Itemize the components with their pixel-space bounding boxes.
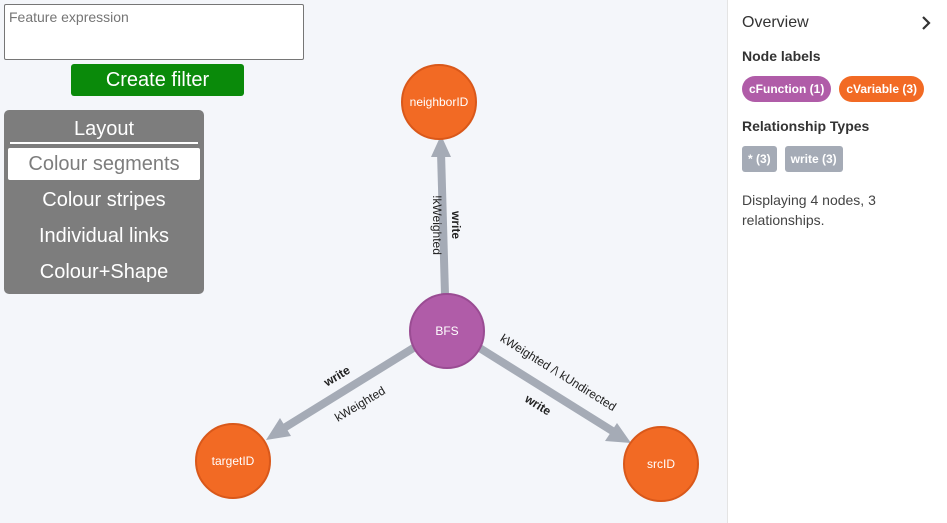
node-label: targetID	[212, 454, 255, 468]
node-circle-targetid[interactable]	[195, 423, 271, 499]
graph-canvas[interactable]: write !kWeighted write kWeighted	[0, 0, 727, 523]
node-srcid[interactable]: srcID	[623, 426, 699, 502]
node-labels-list: cFunction (1) cVariable (3)	[742, 76, 933, 102]
node-label-pill-cvariable[interactable]: cVariable (3)	[839, 76, 925, 102]
edge-bfs-target[interactable]: write kWeighted	[266, 343, 418, 440]
node-circle-bfs[interactable]	[409, 293, 485, 369]
layout-panel: Layout Colour segments Colour stripes In…	[4, 110, 204, 294]
chevron-right-icon[interactable]	[919, 15, 933, 31]
overview-title: Overview	[742, 14, 809, 31]
edge-line-neighbor[interactable]	[437, 151, 449, 296]
edge-arrowhead-neighbor	[431, 135, 451, 157]
overview-panel: Overview Node labels cFunction (1) cVari…	[727, 0, 947, 523]
rel-type-pill-all[interactable]: * (3)	[742, 146, 777, 172]
edge-props-group-neighbor: !kWeighted	[430, 195, 444, 255]
layout-option-colour-segments[interactable]: Colour segments	[8, 148, 200, 180]
edge-line-src[interactable]	[475, 343, 617, 436]
edge-arrowhead-src	[605, 423, 631, 443]
node-label: BFS	[435, 324, 458, 338]
node-label: neighborID	[410, 95, 469, 109]
edge-bfs-neighbor[interactable]: write !kWeighted	[430, 135, 463, 296]
edge-bfs-src[interactable]: kWeighted /\ kUndirected write	[475, 331, 631, 443]
edge-props-label: !kWeighted	[430, 195, 444, 255]
edge-label-group-neighbor: write	[449, 210, 463, 239]
layout-option-individual-links[interactable]: Individual links	[8, 220, 200, 252]
node-neighborid[interactable]: neighborID	[401, 64, 477, 140]
display-summary: Displaying 4 nodes, 3 relationships.	[742, 192, 876, 228]
layout-option-colour-shape[interactable]: Colour+Shape	[8, 256, 200, 288]
overview-header: Overview	[742, 14, 933, 32]
edge-arrowhead-target	[266, 418, 291, 440]
rel-type-pill-write[interactable]: write (3)	[784, 146, 843, 172]
feature-expression-input[interactable]	[4, 4, 304, 60]
create-filter-button[interactable]: Create filter	[71, 64, 244, 96]
node-labels-title: Node labels	[742, 48, 821, 64]
node-circle-srcid[interactable]	[623, 426, 699, 502]
graph-svg[interactable]: write !kWeighted write kWeighted	[0, 0, 727, 523]
node-bfs[interactable]: BFS	[409, 293, 485, 369]
node-label: srcID	[647, 457, 675, 471]
edge-line-target[interactable]	[281, 343, 418, 432]
layout-title: Layout	[73, 118, 135, 140]
edge-type-label: write	[449, 210, 463, 239]
relationship-types-list: * (3) write (3)	[742, 146, 933, 172]
node-circle-neighborid[interactable]	[401, 64, 477, 140]
node-targetid[interactable]: targetID	[195, 423, 271, 499]
relationship-types-title: Relationship Types	[742, 118, 870, 134]
layout-option-colour-stripes[interactable]: Colour stripes	[8, 184, 200, 216]
layout-divider	[10, 142, 198, 144]
node-label-pill-cfunction[interactable]: cFunction (1)	[742, 76, 832, 102]
